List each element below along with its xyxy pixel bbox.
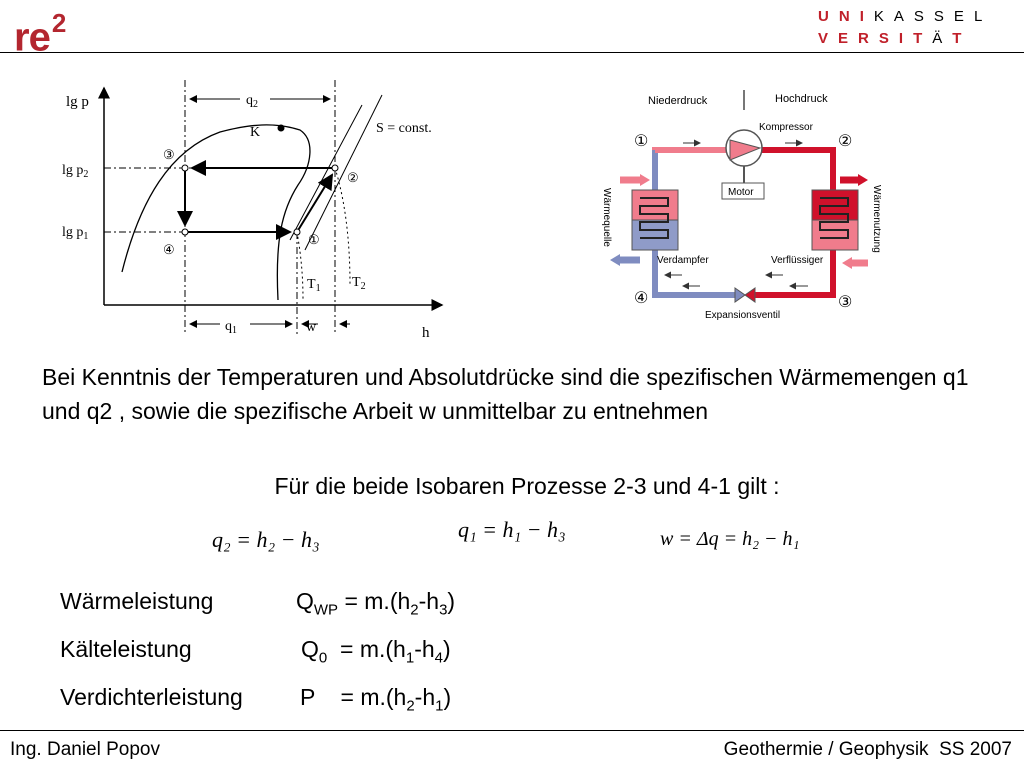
high-pressure-label: Hochdruck xyxy=(775,93,828,105)
power-label: Wärmeleistung xyxy=(60,588,214,614)
heat-source-label: Wärmequelle xyxy=(601,188,612,247)
university-logo: UNIKASSEL VERSITÄT xyxy=(818,6,992,50)
expansion-valve-label: Expansionsventil xyxy=(705,310,780,321)
uni-logo-line1: UNIKASSEL xyxy=(818,8,993,25)
isobar-statement: Für die beide Isobaren Prozesse 2-3 und … xyxy=(274,473,780,499)
q1-label: q1 xyxy=(225,319,237,336)
power-row: Wärmeleistung xyxy=(60,586,213,616)
power-row: Verdichterleistung xyxy=(60,682,243,712)
footer-course: Geothermie / Geophysik SS 2007 xyxy=(723,739,1012,760)
equation-w: w = Δq = h₂ − h₁ xyxy=(660,528,800,550)
point1-label: ① xyxy=(308,232,320,247)
heat-pump-schematic: Niederdruck Hochdruck Motor Kompressor V… xyxy=(601,90,882,321)
equation-q1: q₁ = h₁ − h₃ xyxy=(458,517,566,542)
equation-q2: q₂ = h₂ − h₃ xyxy=(212,527,320,552)
evaporator-label: Verdampfer xyxy=(657,255,709,266)
motor-label: Motor xyxy=(728,187,754,198)
re2-logo: re2 xyxy=(14,8,66,60)
point4-label: ④ xyxy=(163,242,175,257)
s-const-label: S = const. xyxy=(376,121,432,136)
power-label: Kälteleistung xyxy=(60,636,192,662)
point3-label: ③ xyxy=(163,147,175,162)
footer-author: Ing. Daniel Popov xyxy=(10,739,160,760)
t2-label: T2 xyxy=(352,275,366,292)
power-formula: QWP = m.(h2-h3) xyxy=(296,588,456,619)
power-formula: P = m.(h2-h1) xyxy=(300,684,452,715)
condenser-label: Verflüssiger xyxy=(771,255,824,266)
compressor-label: Kompressor xyxy=(759,122,814,133)
y-axis-label: lg p xyxy=(66,94,89,110)
header-divider xyxy=(0,52,1024,53)
x-axis-label: h xyxy=(422,325,430,341)
point2-label: ② xyxy=(347,170,359,185)
q2-label: q2 xyxy=(246,93,258,110)
heat-use-label: Wärmenutzung xyxy=(871,185,882,253)
schematic-point1: ① xyxy=(634,133,648,150)
lg-p2-label: lg p2 xyxy=(62,163,88,180)
lgp-h-diagram: lg p h lg p2 lg p1 q2 q1 w K S = const. … xyxy=(62,80,444,341)
power-label: Verdichterleistung xyxy=(60,684,243,710)
schematic-point2: ② xyxy=(838,133,852,150)
uni-logo-line2: VERSITÄT xyxy=(818,30,972,47)
power-row: Kälteleistung xyxy=(60,634,192,664)
footer-divider xyxy=(0,730,1024,731)
low-pressure-label: Niederdruck xyxy=(648,95,708,107)
k-label: K xyxy=(250,125,260,140)
w-label: w xyxy=(306,320,317,335)
explanation-paragraph: Bei Kenntnis der Temperaturen und Absolu… xyxy=(42,364,969,424)
t1-label: T1 xyxy=(307,277,321,294)
power-formula: Q0 = m.(h1-h4) xyxy=(301,636,451,667)
schematic-point4: ④ xyxy=(634,290,648,307)
schematic-point3: ③ xyxy=(838,294,852,311)
lg-p1-label: lg p1 xyxy=(62,225,88,242)
